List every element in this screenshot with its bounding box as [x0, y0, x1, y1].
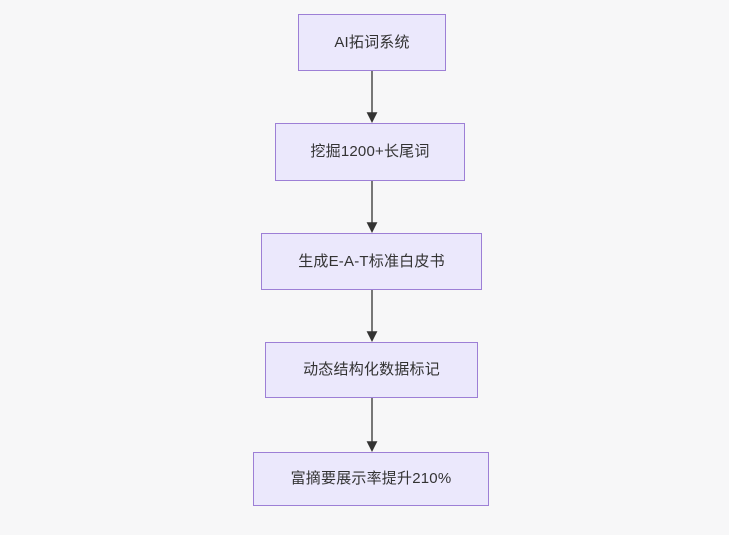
- flow-node-label: 挖掘1200+长尾词: [310, 143, 430, 160]
- flow-node-rich-snippet-rate-increase[interactable]: 富摘要展示率提升210%: [253, 452, 489, 506]
- edge-n1-to-n2: [366, 71, 378, 123]
- flow-node-label: 动态结构化数据标记: [303, 361, 440, 378]
- flow-node-dynamic-structured-data-markup[interactable]: 动态结构化数据标记: [265, 342, 478, 398]
- flow-node-generate-eat-whitepaper[interactable]: 生成E-A-T标准白皮书: [261, 233, 482, 290]
- flow-node-mine-longtail-keywords[interactable]: 挖掘1200+长尾词: [275, 123, 465, 181]
- edge-n4-to-n5: [366, 398, 378, 452]
- edge-n2-to-n3: [366, 181, 378, 233]
- flow-node-label: 富摘要展示率提升210%: [290, 470, 452, 487]
- flow-node-label: 生成E-A-T标准白皮书: [298, 252, 445, 270]
- edge-n3-to-n4: [366, 290, 378, 342]
- flow-node-ai-keyword-system[interactable]: AI拓词系统: [298, 14, 446, 71]
- flow-node-label: AI拓词系统: [334, 33, 410, 51]
